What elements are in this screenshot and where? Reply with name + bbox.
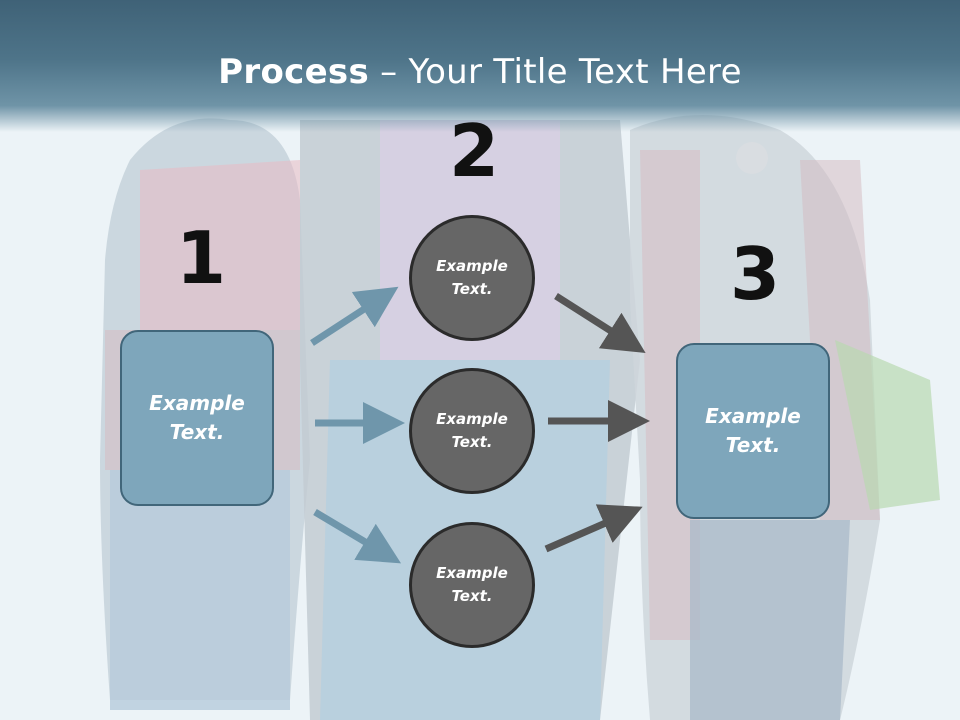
title-bold: Process bbox=[218, 52, 370, 92]
circle-top-line1: Example bbox=[436, 257, 508, 275]
step-3-text: Example Text. bbox=[705, 402, 801, 460]
circle-bottom-text: Example Text. bbox=[436, 562, 508, 608]
step-1-text: Example Text. bbox=[149, 389, 245, 447]
circle-top-text: Example Text. bbox=[436, 255, 508, 301]
step-1-text-line1: Example bbox=[149, 391, 245, 415]
circle-top: Example Text. bbox=[409, 215, 535, 341]
circle-middle-line1: Example bbox=[436, 410, 508, 428]
circle-bottom-line1: Example bbox=[436, 564, 508, 582]
step-3-text-line2: Text. bbox=[725, 433, 781, 457]
circle-bottom-line2: Text. bbox=[451, 587, 493, 605]
step-1-box: Example Text. bbox=[120, 330, 274, 506]
circle-middle: Example Text. bbox=[409, 368, 535, 494]
step-3-box: Example Text. bbox=[676, 343, 830, 519]
title-bar bbox=[0, 0, 960, 132]
title-rest: – Your Title Text Here bbox=[369, 52, 742, 92]
slide-title: Process – Your Title Text Here bbox=[0, 52, 960, 92]
step-number-2: 2 bbox=[449, 109, 500, 193]
circle-middle-text: Example Text. bbox=[436, 408, 508, 454]
circle-middle-line2: Text. bbox=[451, 433, 493, 451]
step-number-3: 3 bbox=[730, 232, 781, 316]
circle-bottom: Example Text. bbox=[409, 522, 535, 648]
step-3-text-line1: Example bbox=[705, 404, 801, 428]
step-1-text-line2: Text. bbox=[169, 420, 225, 444]
step-number-1: 1 bbox=[176, 216, 227, 300]
circle-top-line2: Text. bbox=[451, 280, 493, 298]
